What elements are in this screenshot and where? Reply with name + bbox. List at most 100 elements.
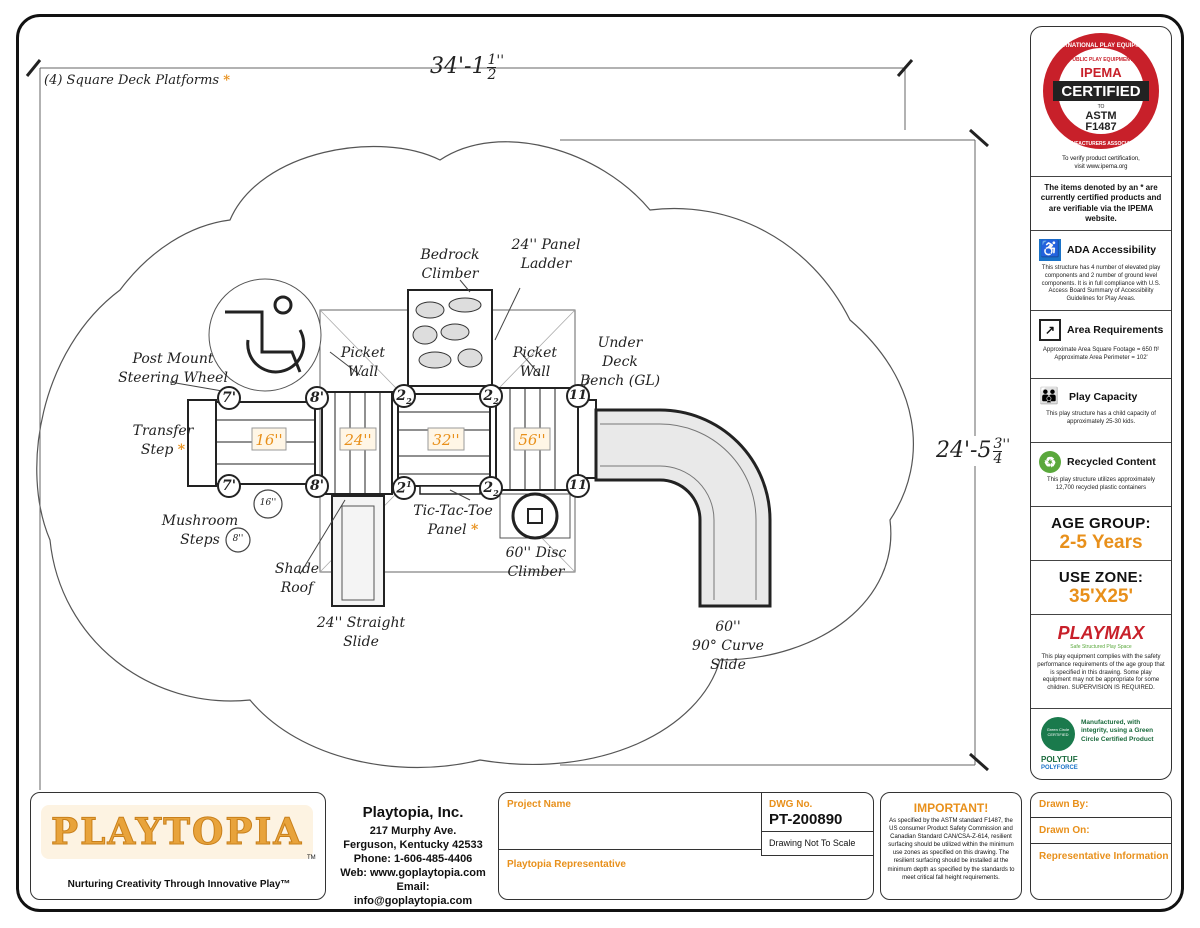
company-web: Web: www.goplaytopia.com [340, 867, 486, 879]
area-text: Approximate Area Square Footage = 650 ft… [1042, 347, 1160, 361]
company-city: Ferguson, Kentucky 42533 [343, 839, 483, 851]
age-group-value: 2-5 Years [1059, 532, 1143, 553]
wheelchair-icon: ♿ [1039, 239, 1061, 261]
important-notice: IMPORTANT! As specified by the ASTM stan… [880, 792, 1022, 900]
ipema-section: INTERNATIONAL PLAY EQUIPMENT PUBLIC PLAY… [1031, 27, 1171, 177]
company-logo-box: PLAYTOPIA TM Nurturing Creativity Throug… [30, 792, 326, 900]
important-title: IMPORTANT! [913, 801, 989, 815]
capacity-title: Play Capacity [1069, 391, 1138, 403]
disc-climber [499, 492, 571, 540]
ada-text: This structure has 4 number of elevated … [1041, 265, 1161, 303]
capacity-text: This play structure has a child capacity… [1046, 411, 1156, 425]
children-icon: 👪 [1039, 388, 1059, 405]
post-label: 7' [221, 478, 237, 494]
drawn-by-box: Drawn By: Drawn On: Representative Infor… [1030, 792, 1172, 900]
recycle-icon: ♻ [1039, 451, 1061, 473]
post-label: 11 [568, 478, 588, 493]
ipema-brand: IPEMA [1080, 65, 1122, 80]
dwg-number: PT-200890 [769, 811, 843, 828]
company-address: 217 Murphy Ave. [369, 825, 457, 837]
playmax-logo: PLAYMAX [1057, 623, 1145, 643]
company-phone: Phone: 1-606-485-4406 [353, 853, 473, 865]
transfer-step [187, 399, 217, 487]
ipema-to: TO [1098, 104, 1105, 110]
mushroom-height: 8'' [232, 534, 244, 544]
deck-height-56: 56'' [518, 431, 546, 449]
recycled-section: ♻Recycled Content This play structure ut… [1031, 443, 1171, 507]
ipema-pub-text: PUBLIC PLAY EQUIPMENT [1069, 57, 1133, 63]
certified-note: The items denoted by an * are currently … [1040, 183, 1162, 224]
info-sidebar: INTERNATIONAL PLAY EQUIPMENT PUBLIC PLAY… [1030, 26, 1172, 780]
playtopia-logo: PLAYTOPIA [41, 805, 314, 859]
company-email: Email: info@goplaytopia.com [353, 881, 473, 907]
use-zone-value: 35'X25' [1069, 586, 1133, 607]
company-name: Playtopia, Inc. [362, 804, 464, 821]
dwg-label: DWG No. [769, 799, 813, 810]
recycled-text: This play structure utilizes approximate… [1046, 477, 1156, 491]
ipema-f1487: F1487 [1085, 121, 1116, 133]
playmax-text: This play equipment complies with the sa… [1037, 654, 1165, 692]
ipema-bottom-text: MANUFACTURERS ASSOCIATION [1060, 141, 1142, 147]
ipema-certified: CERTIFIED [1061, 83, 1140, 100]
mushroom-height: 16'' [259, 498, 277, 508]
post-label: 8' [309, 478, 325, 494]
age-group-section: AGE GROUP: 2-5 Years [1031, 507, 1171, 561]
project-name-label: Project Name [507, 799, 571, 810]
trademark-mark: TM [307, 855, 316, 861]
mushroom-step-8 [225, 527, 251, 553]
green-circle-text: Manufactured, with integrity, using a Gr… [1081, 719, 1154, 743]
post-label: 21 [396, 479, 412, 497]
important-text: As specified by the ASTM standard F1487,… [887, 818, 1015, 881]
posts [217, 384, 590, 500]
deck-32 [397, 393, 491, 487]
post-label: 8' [309, 390, 325, 406]
bedrock-climber [407, 289, 493, 387]
post-label: 22 [396, 388, 412, 406]
area-icon: ↗ [1039, 319, 1061, 341]
mushroom-step-16 [253, 489, 283, 519]
deck-height-32: 32'' [432, 431, 460, 449]
site-plan-drawing [25, 59, 989, 790]
use-zone-section: USE ZONE: 35'X25' [1031, 561, 1171, 615]
polyforce-logo: POLYFORCE [1041, 765, 1078, 771]
representative-info-label: Representative Information [1039, 851, 1169, 862]
use-zone-title: USE ZONE: [1058, 569, 1144, 586]
project-box: Project Name Playtopia Representative DW… [498, 792, 874, 900]
curve-slide [594, 408, 772, 608]
straight-slide [331, 495, 385, 607]
deck-platforms-note: (4) Square Deck Platforms * [44, 73, 231, 88]
company-info: Playtopia, Inc. 217 Murphy Ave. Ferguson… [337, 804, 489, 908]
polytuf-logo: POLYTUF [1041, 755, 1078, 764]
ipema-top-text: INTERNATIONAL PLAY EQUIPMENT [1050, 43, 1153, 49]
ipema-verify: To verify product certification,visit ww… [1062, 156, 1140, 170]
under-deck-bench [577, 399, 597, 479]
area-title: Area Requirements [1067, 324, 1164, 336]
area-section: ↗ Area Requirements Approximate Area Squa… [1031, 311, 1171, 379]
post-label: 11 [568, 388, 588, 403]
playmax-section: PLAYMAX Safe Structured Play Space This … [1031, 615, 1171, 709]
post-label: 7' [221, 390, 237, 406]
accessibility-icon [208, 278, 322, 392]
ada-section: ♿ADA Accessibility This structure has 4 … [1031, 231, 1171, 311]
page-frame [16, 14, 1184, 912]
age-group-title: AGE GROUP: [1051, 515, 1151, 532]
playtopia-logo-text: PLAYTOPIA [50, 811, 304, 854]
company-tagline: Nurturing Creativity Through Innovative … [67, 879, 291, 890]
playmax-tagline: Safe Structured Play Space [1070, 644, 1132, 650]
representative-label: Playtopia Representative [507, 859, 626, 870]
